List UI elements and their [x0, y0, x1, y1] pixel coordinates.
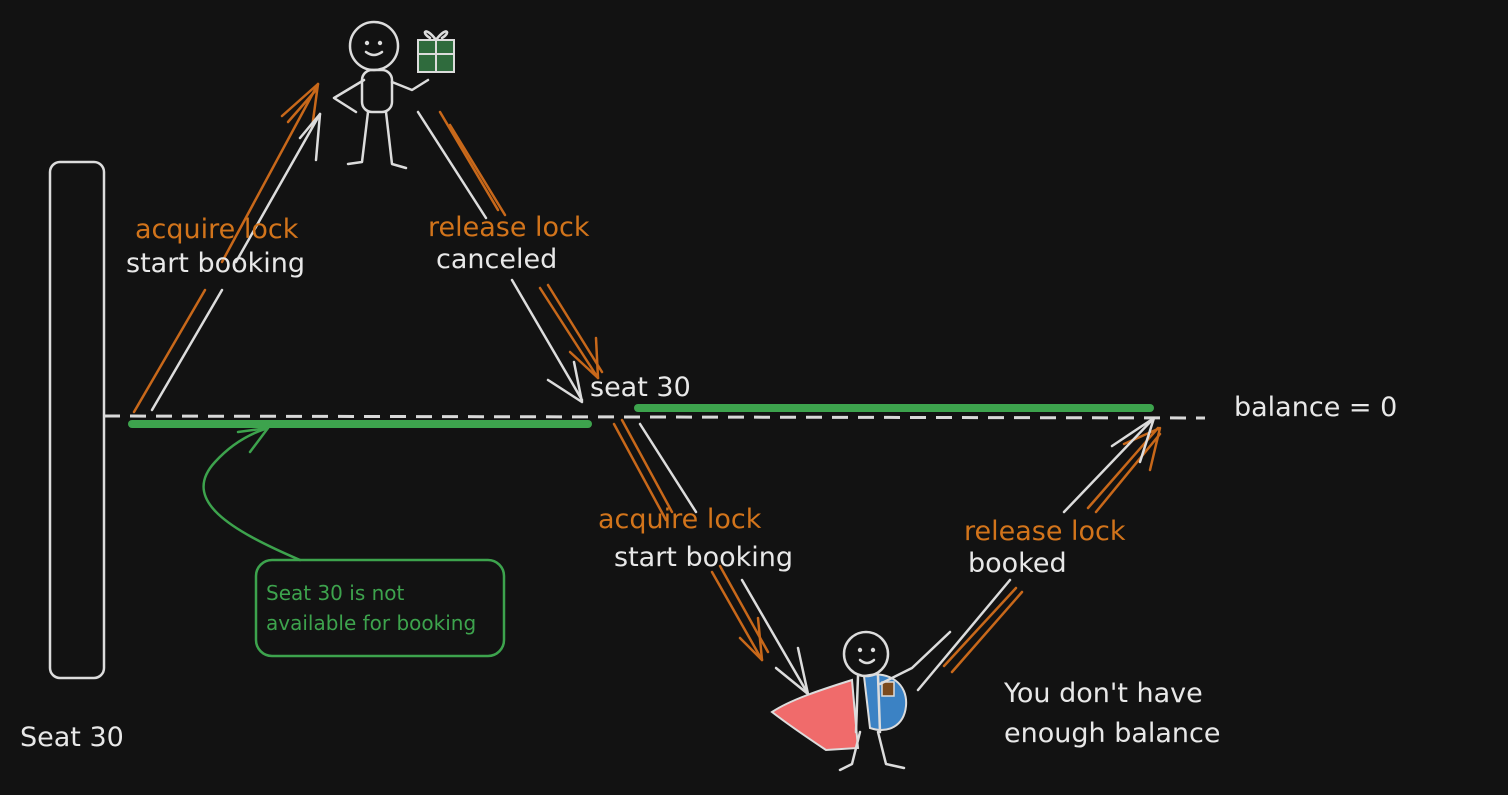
seat-label-top: seat 30 [590, 372, 691, 403]
seat-bar [48, 160, 106, 680]
note-pointer-arrow [202, 426, 302, 562]
step1-action-label: start booking [126, 248, 305, 279]
message-line-1: You don't have [1003, 678, 1203, 709]
timeline-dashed-line [103, 414, 1206, 420]
step1-lock-label: acquire lock [135, 214, 299, 245]
step2-lock-label: release lock [428, 212, 590, 243]
step2-action-label: canceled [436, 244, 557, 275]
note-box [254, 558, 506, 658]
gift-box-icon [417, 30, 455, 73]
arrow-acquire-lock-up [132, 82, 322, 414]
stick-figure-superhero-icon [770, 630, 952, 772]
step3-action-label: start booking [614, 542, 793, 573]
balance-label: balance = 0 [1234, 392, 1397, 423]
note-line-1: Seat 30 is not [266, 581, 405, 605]
stick-figure-with-gift-icon [332, 20, 455, 170]
arrow-release-lock-up [916, 416, 1162, 692]
step3-lock-label: acquire lock [598, 504, 762, 535]
cape [770, 678, 860, 752]
seat-caption: Seat 30 [20, 722, 124, 753]
step4-lock-label: release lock [964, 516, 1126, 547]
step4-action-label: booked [968, 548, 1067, 579]
note-pointer-arrowhead [236, 426, 270, 454]
arrow-release-lock-down [416, 110, 604, 404]
note-line-2: available for booking [266, 611, 476, 635]
message-line-2: enough balance [1004, 718, 1221, 749]
